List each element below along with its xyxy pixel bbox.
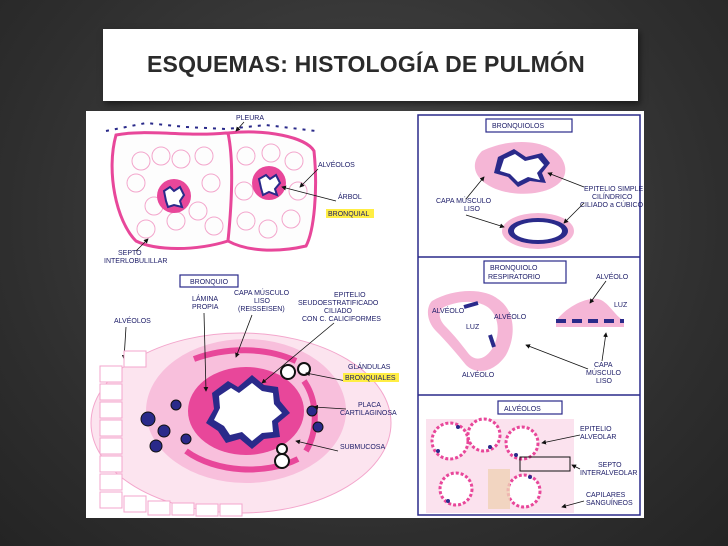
title-box: ESQUEMAS: HISTOLOGÍA DE PULMÓN	[103, 29, 638, 101]
label-bronquiales: BRONQUIALES	[345, 375, 396, 382]
lobule-diagram: PLEURA ALVÉOLOS ÁRBOL BRONQUIAL SEPTO IN…	[104, 115, 374, 265]
histology-figure: PLEURA ALVÉOLOS ÁRBOL BRONQUIAL SEPTO IN…	[86, 111, 644, 518]
bronquiolos-heading: BRONQUIOLOS	[492, 123, 544, 130]
label-bronquial: BRONQUIAL	[328, 211, 369, 218]
respiratorio-liso: LISO	[596, 378, 613, 385]
alveolos-septo: SEPTO	[598, 462, 622, 469]
label-submucosa: SUBMUCOSA	[340, 444, 385, 451]
label-ciliado: CILIADO	[324, 308, 353, 315]
bronquiolos-epitelio: EPITELIO SIMPLE	[584, 186, 643, 193]
label-epitelio: EPITELIO	[334, 292, 366, 299]
label-lobule-alveolos: ALVÉOLOS	[318, 160, 355, 169]
label-bronquio-alveolos: ALVÉOLOS	[114, 316, 151, 325]
slide-title: ESQUEMAS: HISTOLOGÍA DE PULMÓN	[147, 51, 585, 77]
respiratorio-alveolo-top: ALVÉOLO	[596, 272, 629, 281]
label-placa: PLACA	[358, 402, 381, 409]
label-glandulas: GLÁNDULAS	[348, 362, 391, 371]
respiratorio-alveolo-bottom: ALVÉOLO	[462, 370, 495, 379]
respiratorio-heading2: RESPIRATORIO	[488, 274, 541, 281]
label-seudo: SEUDOESTRATIFICADO	[298, 300, 379, 307]
label-pleura: PLEURA	[236, 115, 264, 122]
respiratorio-luz-left: LUZ	[466, 324, 480, 331]
label-bronquio-liso: LISO	[254, 298, 271, 305]
label-reisseisen: (REISSEISEN)	[238, 306, 285, 313]
bronquio-heading: BRONQUIO	[190, 279, 229, 286]
label-propia: PROPIA	[192, 304, 219, 311]
label-capa-musculo: CAPA MÚSCULO	[234, 288, 290, 297]
label-arbol: ÁRBOL	[338, 192, 362, 201]
alveolos-alveolar: ALVEOLAR	[580, 434, 616, 441]
bronquiolos-diagram: BRONQUIOLOS CAPA MÚSCULO LISO EPITELIO S…	[436, 118, 644, 249]
respiratorio-luz-right: LUZ	[614, 302, 628, 309]
bronquiolos-ciliado: CILIADO a CÚBICO	[580, 200, 644, 209]
alveolos-epitelio: EPITELIO	[580, 426, 612, 433]
alveolos-capilares: CAPILARES	[586, 492, 626, 499]
bronquiolos-capa: CAPA MÚSCULO	[436, 196, 492, 205]
respiratorio-alveolo-mid: ALVÉOLO	[494, 312, 527, 321]
alveolos-diagram: ALVÉOLOS EPITELIO ALVEOLAR SEPTO INTERAL…	[426, 400, 637, 513]
respiratorio-capa: CAPA	[594, 362, 613, 369]
respiratorio-alveolo-left: ALVÉOLO	[432, 306, 465, 315]
alveolos-interalveolar: INTERALVEOLAR	[580, 470, 637, 477]
respiratorio-musculo: MÚSCULO	[586, 368, 622, 377]
label-septo: SEPTO	[118, 250, 142, 257]
alveolos-heading: ALVÉOLOS	[504, 404, 541, 413]
bronquiolos-liso: LISO	[464, 206, 481, 213]
label-cartilaginosa: CARTILAGINOSA	[340, 410, 397, 417]
label-interlobulillar: INTERLOBULILLAR	[104, 258, 167, 265]
alveolos-sanguineos: SANGUÍNEOS	[586, 498, 633, 507]
label-caliciformes: CON C. CALICIFORMES	[302, 316, 381, 323]
bronquiolos-cilindrico: CILÍNDRICO	[592, 192, 633, 201]
respiratorio-heading1: BRONQUIOLO	[490, 265, 538, 272]
bronquio-diagram: BRONQUIO LÁMINA PROPIA CAPA MÚSCULO LISO…	[90, 274, 399, 517]
bronquiolo-respiratorio-diagram: BRONQUIOLO RESPIRATORIO ALVÉOLO ALVÉOLO …	[427, 260, 629, 385]
label-lamina: LÁMINA	[192, 294, 218, 303]
